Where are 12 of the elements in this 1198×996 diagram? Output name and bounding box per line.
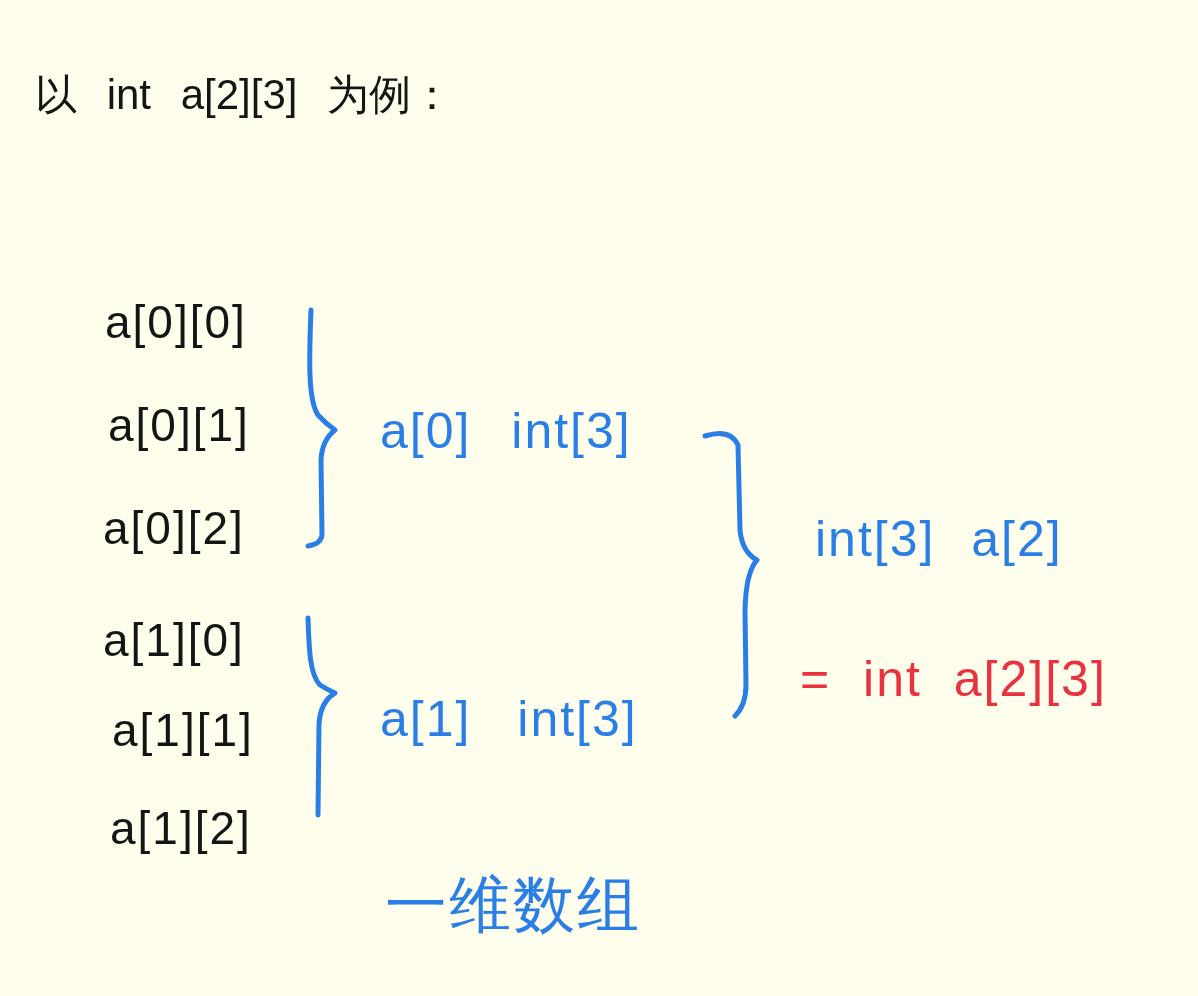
element-label: a[0][2]	[103, 501, 245, 555]
element-label: a[1][2]	[110, 801, 252, 855]
row-label: a[1] int[3]	[380, 691, 638, 749]
element-label: a[1][0]	[103, 613, 245, 667]
element-label: a[0][0]	[105, 295, 247, 349]
title: 以 int a[2][3] 为例：	[35, 70, 454, 120]
declaration-label: = int a[2][3]	[800, 651, 1107, 709]
array-type-label: int[3] a[2]	[815, 511, 1063, 569]
row-label: a[0] int[3]	[380, 403, 632, 461]
element-label: a[0][1]	[108, 398, 250, 452]
note-label: 一维数组	[385, 869, 641, 941]
element-label: a[1][1]	[112, 703, 254, 757]
